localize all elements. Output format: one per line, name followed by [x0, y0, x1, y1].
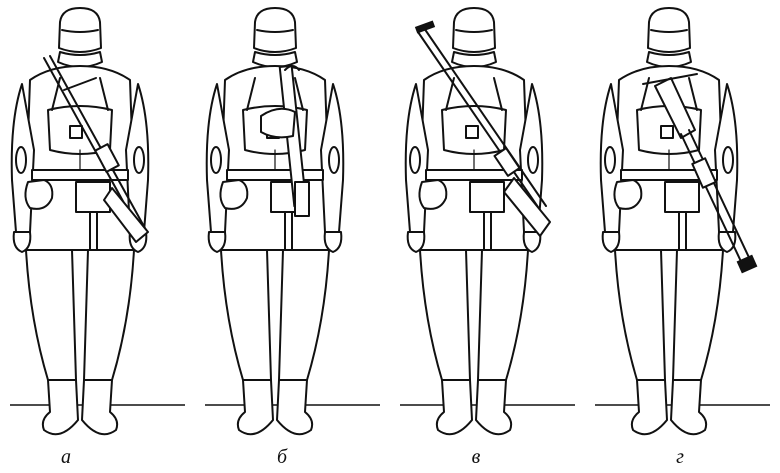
caption-v: в [456, 446, 496, 468]
figure-g [585, 0, 780, 473]
caption-a: а [46, 446, 86, 468]
figure-a [0, 0, 195, 473]
caption-b: б [262, 446, 302, 468]
soldier-back-view-a [0, 0, 195, 473]
caption-g: г [660, 446, 700, 468]
soldier-back-view-b [195, 0, 390, 473]
soldier-back-view-g [585, 0, 780, 473]
figure-v [390, 0, 585, 473]
figure-b [195, 0, 390, 473]
soldier-back-view-v [390, 0, 585, 473]
